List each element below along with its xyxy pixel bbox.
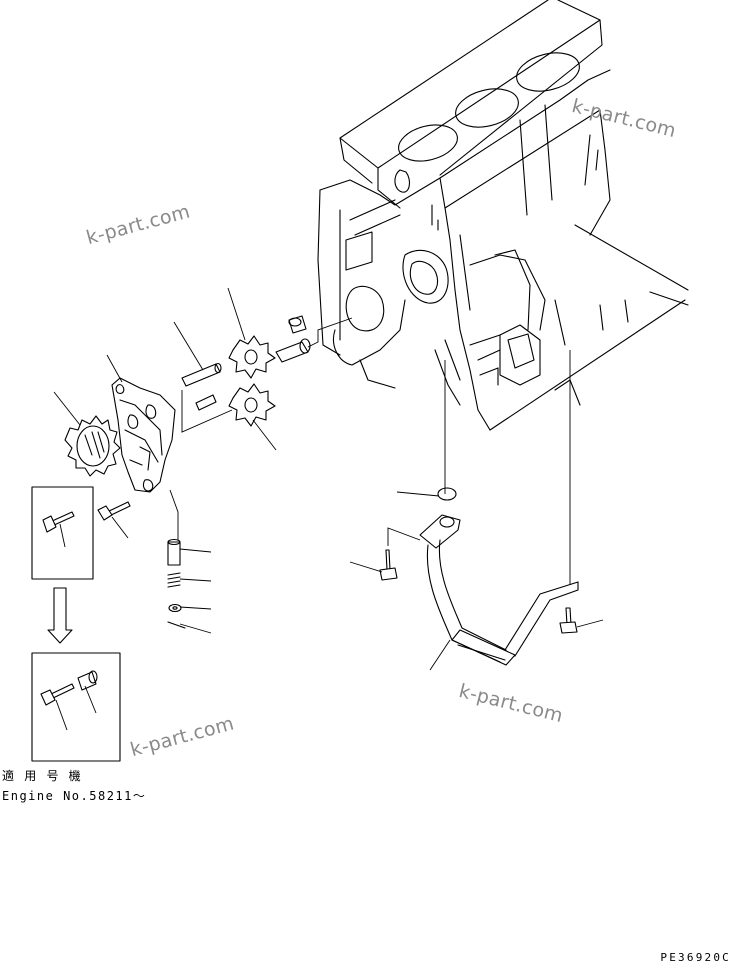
mounting-bolts <box>43 502 577 633</box>
applicability-label-jp: 適 用 号 機 <box>2 769 83 783</box>
drawing-code: PE36920C <box>660 951 731 964</box>
oil-pump-gear <box>65 416 120 476</box>
drive-shaft <box>182 364 221 411</box>
replacement-detail-box <box>32 653 120 761</box>
idler-shaft <box>276 339 310 362</box>
suction-pipe <box>420 488 578 665</box>
replacement-arrow <box>48 588 72 643</box>
pump-gears <box>229 336 275 426</box>
bushing <box>289 316 306 333</box>
leader-lines <box>54 288 603 730</box>
relief-valve-parts <box>168 540 185 629</box>
pump-body <box>112 378 175 492</box>
engine-number-note: Engine No.58211～ <box>2 789 147 803</box>
cylinder-block <box>318 0 688 430</box>
bolt-detail-box <box>32 487 93 579</box>
